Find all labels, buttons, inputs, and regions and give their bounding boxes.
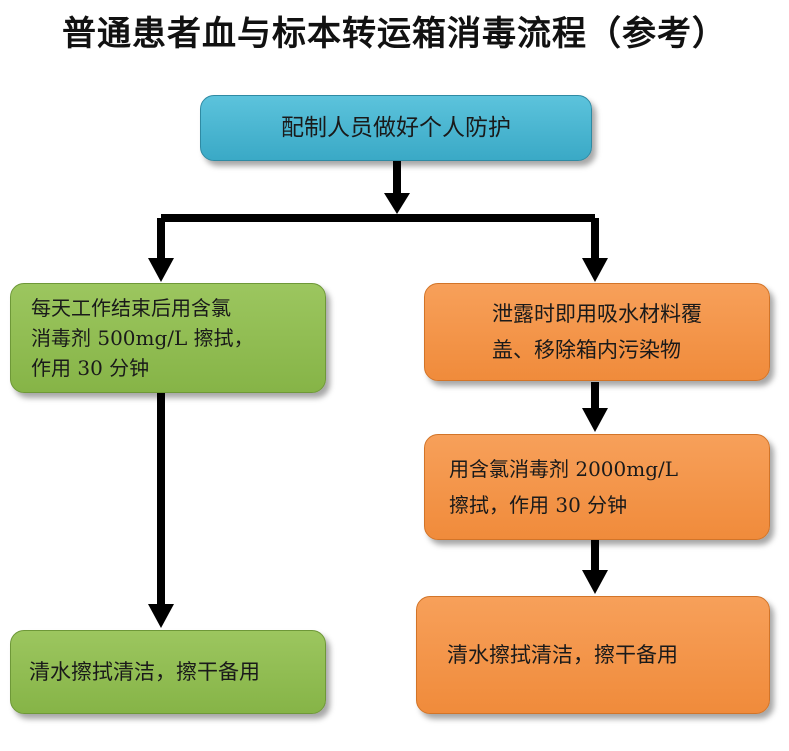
arrowhead-start [384,193,410,214]
node-right-spill: 泄露时即用吸水材料覆 盖、移除箱内污染物 [424,283,770,381]
node-right-disinfect: 用含氯消毒剂 2000mg/L 擦拭，作用 30 分钟 [424,434,770,540]
arrowhead-left [148,258,174,282]
arrowhead-right-2 [582,570,608,594]
node-left-clean-label: 清水擦拭清洁，擦干备用 [29,660,260,684]
node-right-spill-label: 泄露时即用吸水材料覆 盖、移除箱内污染物 [492,302,702,362]
arrowhead-right [582,258,608,282]
arrowhead-right-1 [582,408,608,432]
node-right-clean: 清水擦拭清洁，擦干备用 [416,596,770,714]
node-right-disinfect-label: 用含氯消毒剂 2000mg/L 擦拭，作用 30 分钟 [449,457,679,517]
node-start: 配制人员做好个人防护 [200,95,592,161]
node-left-disinfect-label: 每天工作结束后用含氯 消毒剂 500mg/L 擦拭， 作用 30 分钟 [31,296,254,380]
arrowhead-left-long [148,604,174,628]
node-right-clean-label: 清水擦拭清洁，擦干备用 [447,643,678,667]
node-left-disinfect: 每天工作结束后用含氯 消毒剂 500mg/L 擦拭， 作用 30 分钟 [10,283,326,393]
node-left-clean: 清水擦拭清洁，擦干备用 [10,630,326,714]
node-start-label: 配制人员做好个人防护 [281,115,511,141]
page-title: 普通患者血与标本转运箱消毒流程（参考） [62,14,727,54]
